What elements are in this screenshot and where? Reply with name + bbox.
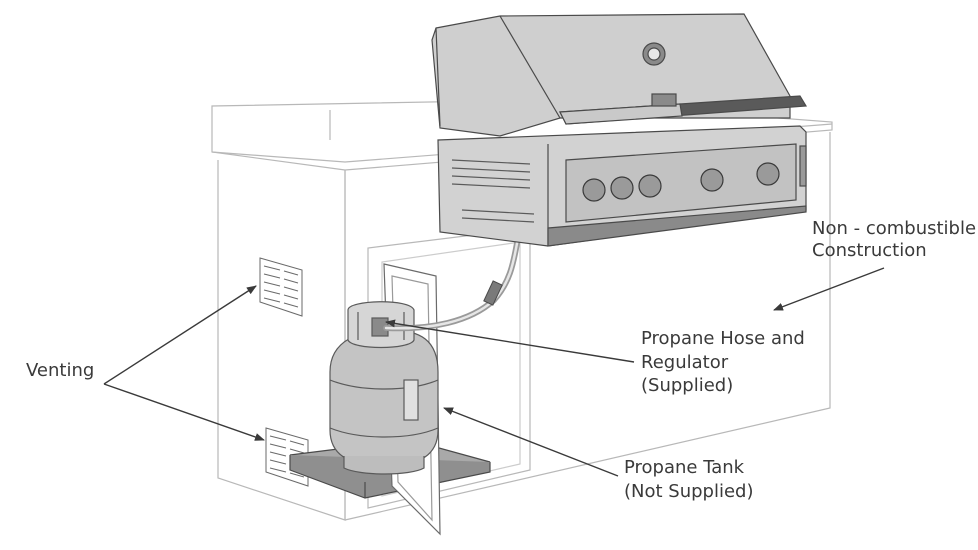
hose-label-line2: Regulator <box>641 352 729 373</box>
construction-arrow <box>773 267 885 311</box>
venting-arrow-upper <box>103 285 257 385</box>
hose-fitting <box>483 280 503 306</box>
tank-label-line1: Propane Tank <box>624 457 745 478</box>
hose-arrow <box>385 319 635 363</box>
knob-icon <box>700 168 724 192</box>
grill <box>431 13 808 247</box>
non-combustible-label-line2: Construction <box>812 240 927 261</box>
hose-label-line1: Propane Hose and <box>641 328 805 349</box>
knob-icon <box>638 174 662 198</box>
knob-icon <box>756 162 780 186</box>
upper-vent <box>259 257 303 317</box>
tank-label-line2: (Not Supplied) <box>624 481 754 502</box>
knob-icon <box>582 178 606 202</box>
leader-arrows <box>103 267 885 477</box>
hose-label-line3: (Supplied) <box>641 375 734 396</box>
knob-icon <box>610 176 634 200</box>
venting-label: Venting <box>26 360 95 381</box>
venting-arrow-lower <box>103 383 265 441</box>
lower-vent <box>265 427 309 487</box>
non-combustible-label-line1: Non - combustible <box>812 218 977 239</box>
tank-arrow <box>443 407 619 477</box>
grill-knobs <box>582 162 780 202</box>
